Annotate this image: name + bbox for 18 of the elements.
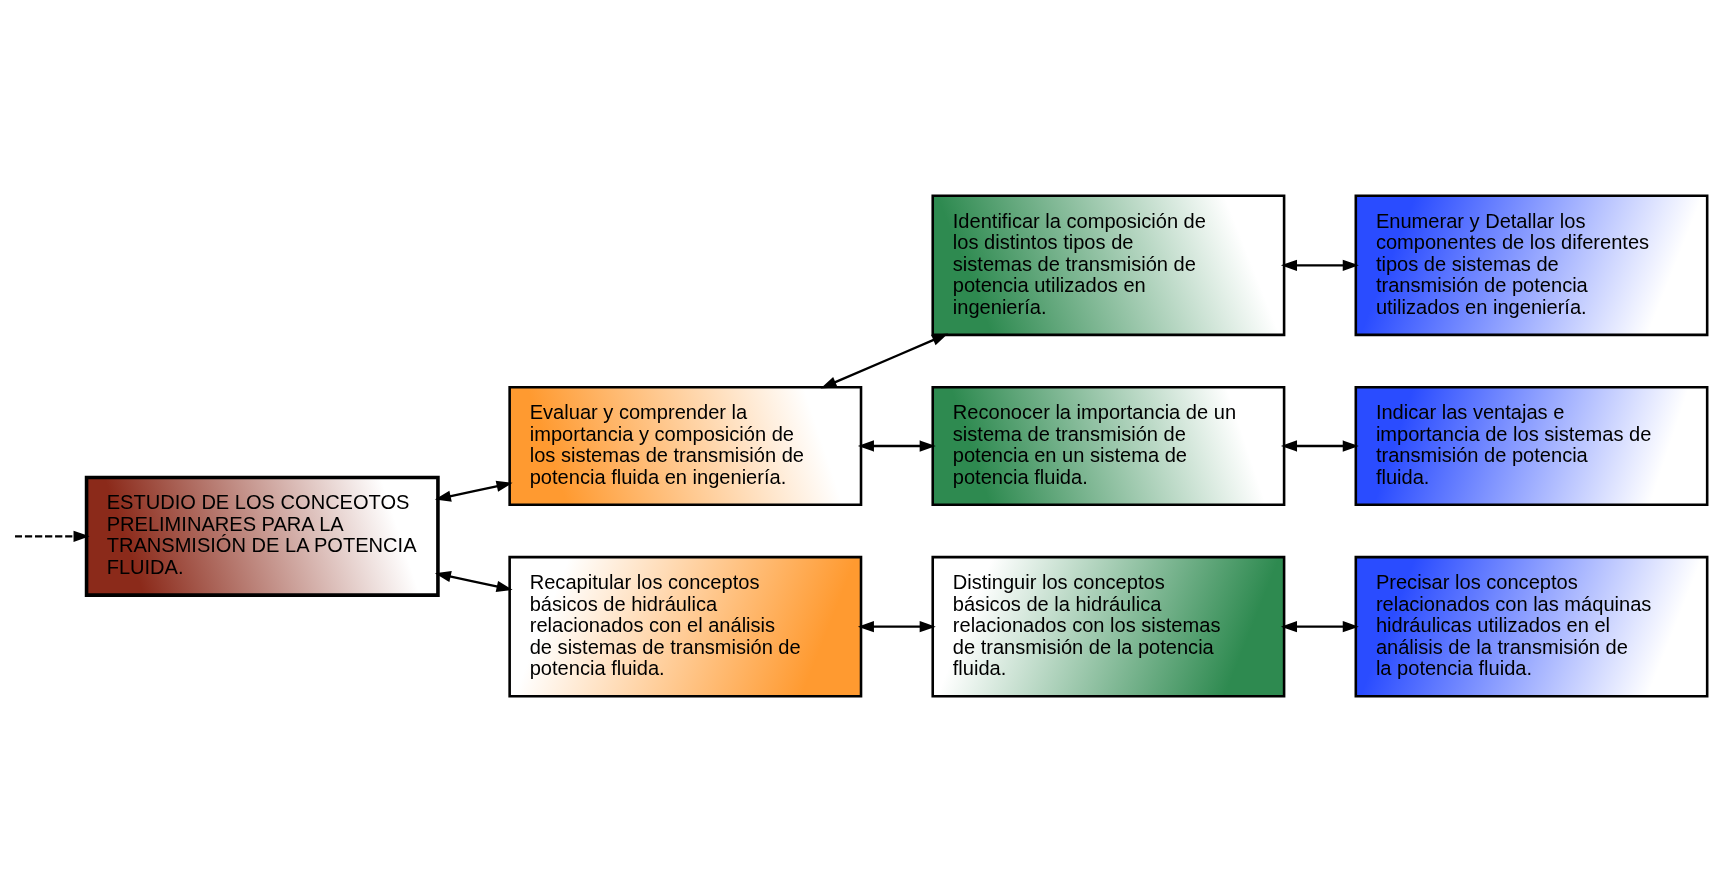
node-box: Recapitular los conceptos básicos de hidráulica relacionados con el análisis de sistemas de transmisión de potencia fluida. [508, 555, 863, 698]
arrow [1280, 440, 1359, 452]
arrow [434, 571, 513, 592]
node-box: Enumerar y Detallar los componentes de los diferentes tipos de sistemas de transmisión de potencia utilizados en ingeniería. [1354, 194, 1709, 337]
arrow [820, 333, 949, 389]
arrow [434, 480, 513, 502]
node-box: Evaluar y comprender la importancia y composición de los sistemas de transmisión de potencia fluida en ingeniería. [508, 385, 863, 507]
node-box: Identificar la composición de los distintos tipos de sistemas de transmisión de potencia utilizados en ingeniería. [931, 194, 1286, 337]
arrow [857, 621, 936, 633]
arrow [1280, 621, 1359, 633]
arrow [15, 530, 90, 542]
arrow [857, 440, 936, 452]
node-box: Precisar los conceptos relacionados con las máquinas hidráulicas utilizados en el análisis de la transmisión de la potencia fluida. [1354, 555, 1709, 698]
node-box: Indicar las ventajas e importancia de los sistemas de transmisión de potencia fluida. [1354, 385, 1709, 507]
node-box: Reconocer la importancia de un sistema de transmisión de potencia en un sistema de potencia fluida. [931, 385, 1286, 507]
node-box: ESTUDIO DE LOS CONCEOTOS PRELIMINARES PARA LA TRANSMISIÓN DE LA POTENCIA FLUIDA. [84, 475, 440, 597]
node-box: Distinguir los conceptos básicos de la hidráulica relacionados con los sistemas de transmisión de la potencia fluida. [931, 555, 1286, 698]
arrow [1280, 259, 1359, 271]
